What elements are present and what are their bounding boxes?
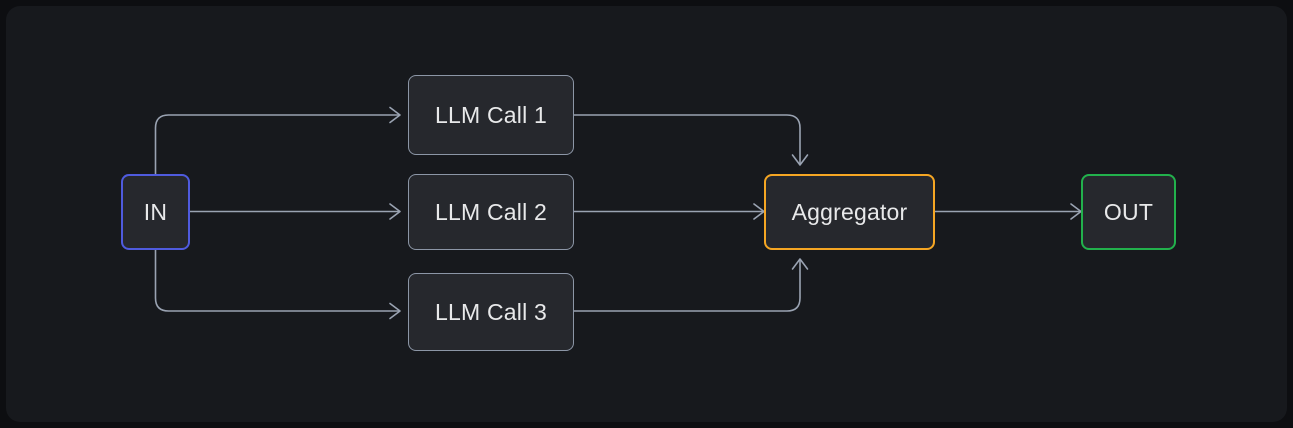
node-in-label: IN bbox=[143, 198, 168, 225]
node-llm-call-3[interactable]: LLM Call 3 bbox=[408, 273, 574, 351]
edge-in-llm3-arrowhead bbox=[389, 302, 401, 320]
edge-in-llm1-arrowhead bbox=[389, 106, 401, 124]
edge-in-llm3 bbox=[154, 249, 400, 312]
node-out-label: OUT bbox=[1103, 198, 1154, 225]
node-aggregator[interactable]: Aggregator bbox=[764, 174, 935, 250]
node-in[interactable]: IN bbox=[121, 174, 190, 250]
node-llm-call-1-label: LLM Call 1 bbox=[435, 101, 547, 128]
edge-llm3-aggregator bbox=[573, 259, 801, 312]
edge-in-llm1 bbox=[154, 114, 400, 175]
node-llm-call-2-label: LLM Call 2 bbox=[435, 198, 547, 225]
diagram-canvas bbox=[6, 6, 1287, 422]
edge-llm1-aggregator-arrowhead bbox=[791, 154, 809, 166]
edge-in-llm2-arrowhead bbox=[389, 203, 401, 220]
edge-llm3-aggregator-arrowhead bbox=[791, 258, 809, 270]
node-aggregator-label: Aggregator bbox=[791, 198, 908, 225]
node-llm-call-2[interactable]: LLM Call 2 bbox=[408, 174, 574, 250]
node-out[interactable]: OUT bbox=[1081, 174, 1176, 250]
edge-llm1-aggregator bbox=[573, 114, 801, 165]
node-llm-call-1[interactable]: LLM Call 1 bbox=[408, 75, 574, 155]
node-llm-call-3-label: LLM Call 3 bbox=[435, 298, 547, 325]
